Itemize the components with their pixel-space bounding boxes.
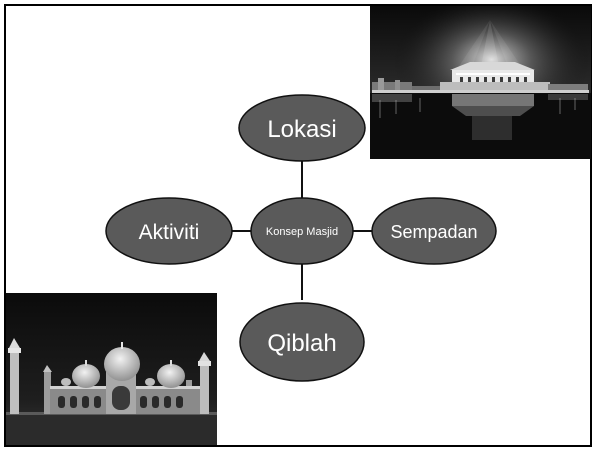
- node-bottom: Qiblah: [239, 302, 365, 382]
- node-label-bottom: Qiblah: [267, 330, 336, 357]
- connector-lines: [232, 160, 372, 300]
- node-right: Sempadan: [371, 197, 497, 265]
- node-label-left: Aktiviti: [139, 221, 200, 244]
- slide-frame: [4, 4, 592, 447]
- node-label-center: Konsep Masjid: [266, 226, 338, 238]
- node-top: Lokasi: [238, 94, 366, 162]
- node-center: Konsep Masjid: [250, 197, 354, 265]
- mosque-night-reflection-photo: [370, 6, 591, 159]
- badshahi-mosque-night-photo: [6, 293, 217, 445]
- node-left: Aktiviti: [105, 197, 233, 265]
- node-label-top: Lokasi: [267, 116, 336, 143]
- node-label-right: Sempadan: [390, 222, 477, 242]
